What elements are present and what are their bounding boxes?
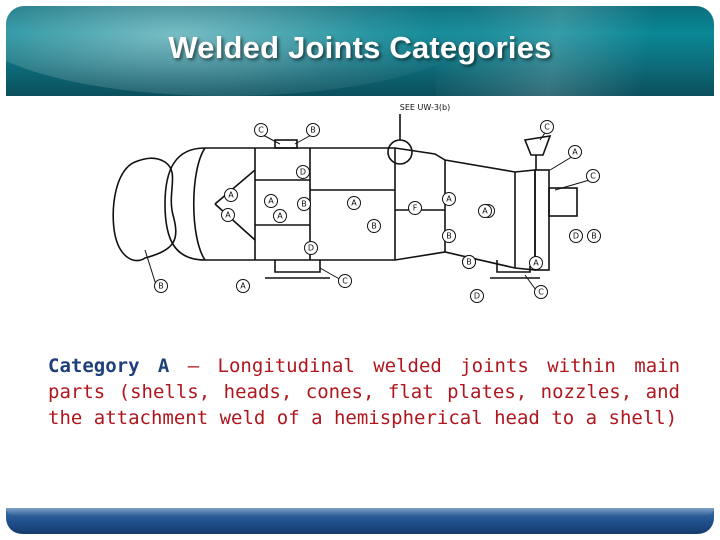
joint-label-text: A xyxy=(482,207,488,216)
joint-label-text: A xyxy=(446,195,452,204)
joint-label-circle xyxy=(540,120,554,134)
joint-label-text: B xyxy=(158,282,164,291)
joint-label-circle xyxy=(534,285,548,299)
joint-label-text: A xyxy=(228,191,234,200)
joint-labels: CBDAAAABABFAABADBCACDBBADCBAC xyxy=(154,120,601,303)
see-annotation: SEE UW-3(b) xyxy=(400,103,450,112)
joint-label-circle xyxy=(347,196,361,210)
joint-label-circle xyxy=(297,197,311,211)
joint-label-text: A xyxy=(268,197,274,206)
joint-label-text: D xyxy=(308,244,314,253)
joint-label-text: C xyxy=(590,172,596,181)
joint-label-circle xyxy=(273,209,287,223)
joint-label-text: A xyxy=(572,148,578,157)
joint-label-text: F xyxy=(413,204,418,213)
joint-label-circle xyxy=(408,201,422,215)
joint-label-text: B xyxy=(371,222,377,231)
banner-sheen xyxy=(436,6,714,96)
joint-label-text: D xyxy=(300,168,306,177)
joint-label-text: D xyxy=(573,232,579,241)
joint-label-text: A xyxy=(225,211,231,220)
joint-label-text: A xyxy=(351,199,357,208)
joint-label-circle xyxy=(529,256,543,270)
joint-label-circle xyxy=(478,204,492,218)
joint-label-circle xyxy=(462,255,476,269)
joint-label-text: C xyxy=(544,123,550,132)
joint-label-circle xyxy=(264,194,278,208)
joint-label-circle xyxy=(154,279,168,293)
vessel-drawing: SEE UW-3(b) CBDAAAABABFAABADBCACDBBADCBA… xyxy=(112,103,601,303)
footer-bar xyxy=(6,508,714,534)
footer-highlight xyxy=(6,508,714,516)
joint-label-circle xyxy=(221,208,235,222)
joint-label-circle xyxy=(306,123,320,137)
joint-label-circle xyxy=(470,289,484,303)
joint-label-circle xyxy=(442,229,456,243)
joint-label-circle xyxy=(442,192,456,206)
head-profile xyxy=(112,157,177,262)
joint-label-circle xyxy=(236,279,250,293)
slide-title: Welded Joints Categories xyxy=(168,30,552,65)
category-description: Category A – Longitudinal welded joints … xyxy=(48,353,680,431)
joint-label-text: A xyxy=(240,282,246,291)
joint-label-text: C xyxy=(342,277,348,286)
category-term: Category A xyxy=(48,355,170,377)
joint-label-text: C xyxy=(538,288,544,297)
joint-label-text: B xyxy=(466,258,472,267)
joint-label-circle xyxy=(338,274,352,288)
joint-label-text: B xyxy=(446,232,452,241)
joint-label-text: B xyxy=(310,126,316,135)
joint-label-circle xyxy=(568,145,582,159)
joint-label-circle xyxy=(569,229,583,243)
joint-label-text: A xyxy=(533,259,539,268)
joint-label-circle xyxy=(296,165,310,179)
category-text: – Longitudinal welded joints within main… xyxy=(48,355,681,429)
title-banner xyxy=(6,6,714,96)
joint-label-text: D xyxy=(474,292,480,301)
joint-label-text: C xyxy=(258,126,264,135)
joint-label-circle xyxy=(586,169,600,183)
joint-label-circle xyxy=(304,241,318,255)
joint-label-text: B xyxy=(301,200,307,209)
joint-label-text: B xyxy=(591,232,597,241)
joint-label-text: A xyxy=(277,212,283,221)
vessel-diagram: SEE UW-3(b) CBDAAAABABFAABADBCACDBBADCBA… xyxy=(95,100,615,310)
joint-label-circle xyxy=(254,123,268,137)
joint-label-circle xyxy=(367,219,381,233)
joint-label-circle xyxy=(224,188,238,202)
joint-label-circle xyxy=(587,229,601,243)
